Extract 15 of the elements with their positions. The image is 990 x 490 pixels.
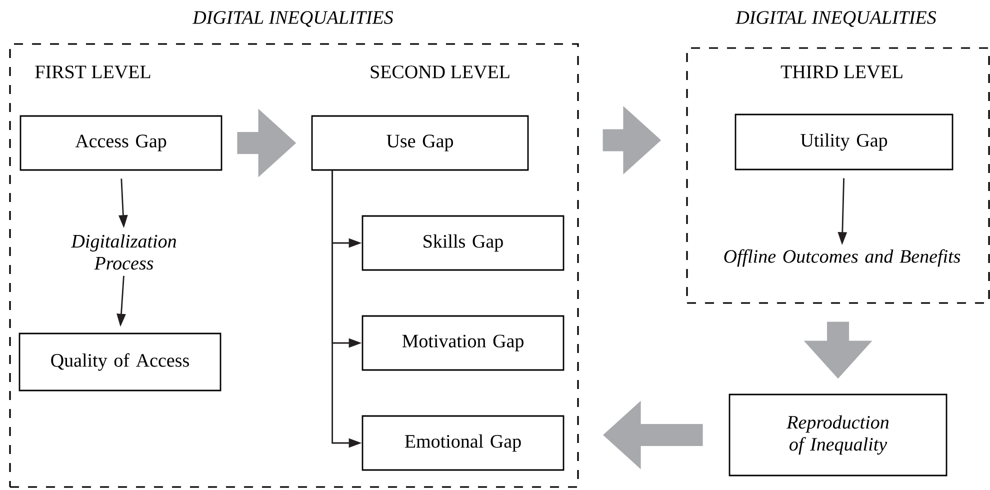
process-box: Emotional Gap xyxy=(362,415,564,471)
level-heading: FIRST LEVEL xyxy=(35,66,150,78)
step-label: Offline Outcomes and Benefits xyxy=(724,249,960,267)
level-heading: THIRD LEVEL xyxy=(780,66,902,78)
process-box: Access Gap xyxy=(20,115,222,171)
step-label: Digitalization Process xyxy=(71,234,176,270)
process-box: Use Gap xyxy=(311,115,529,171)
level-heading: SECOND LEVEL xyxy=(370,66,510,78)
process-box: Skills Gap xyxy=(362,215,564,271)
group-heading: DIGITAL INEQUALITIES xyxy=(735,11,936,27)
process-box: Motivation Gap xyxy=(362,315,564,371)
group-heading: DIGITAL INEQUALITIES xyxy=(192,11,394,27)
process-box: Utility Gap xyxy=(734,114,954,170)
process-box: Reproduction of Inequality xyxy=(728,394,948,476)
process-box: Quality of Access xyxy=(18,332,222,392)
